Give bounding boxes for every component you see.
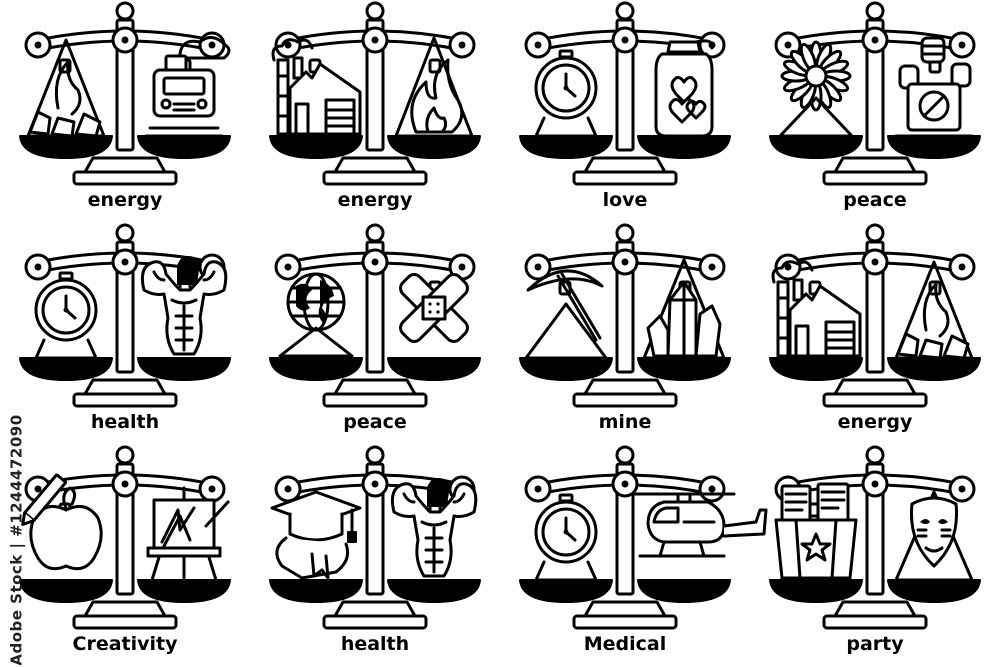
jar-of-hearts-icon: [654, 39, 714, 138]
scale-cell-3: love: [500, 0, 750, 222]
balance-scale: [519, 445, 768, 630]
scale-cell-5: health: [0, 222, 250, 444]
balance-scale: [519, 1, 731, 186]
fire-icon: [394, 36, 474, 138]
scale-label: peace: [843, 189, 907, 211]
balance-scale: [269, 223, 481, 408]
helicopter-icon: [632, 492, 768, 558]
scale-label: Medical: [583, 633, 667, 655]
balance-scale: [19, 1, 231, 186]
scale-cell-10: health: [250, 444, 500, 667]
scale-cell-6: peace: [250, 222, 500, 444]
graduation-cap-icon: [270, 490, 362, 580]
scale-label: health: [340, 633, 410, 655]
pickaxe-icon: [524, 269, 608, 360]
clock-icon: [34, 271, 98, 360]
scale-cell-2: energy: [250, 0, 500, 222]
factory-house-icon: [271, 38, 362, 136]
bandage-icon: [399, 273, 469, 343]
scale-label: energy: [337, 189, 413, 211]
scale-cell-1: energy: [0, 0, 250, 222]
scale-cell-4: peace: [750, 0, 1000, 222]
easel-icon: [146, 486, 230, 582]
popcorn-box-icon: [774, 482, 858, 580]
crystals-icon: [642, 258, 726, 360]
mask-icon: [894, 490, 974, 582]
balance-scale: [269, 1, 481, 186]
balance-scale: [769, 223, 981, 408]
scale-label: mine: [598, 411, 652, 433]
scale-frame: [269, 445, 481, 630]
watermark-text: Adobe Stock | #1244472090: [8, 414, 27, 666]
scale-label: energy: [837, 411, 913, 433]
bodybuilder-icon: [140, 256, 228, 356]
balance-scale: [519, 223, 731, 408]
scale-label: party: [846, 633, 904, 655]
flower-icon: [778, 40, 854, 138]
balance-scale: [19, 223, 231, 408]
scale-cell-7: mine: [500, 222, 750, 444]
scale-label: love: [602, 189, 648, 211]
stock-watermark: Adobe Stock | #1244472090: [6, 414, 28, 665]
protest-fists-icon: [894, 36, 974, 138]
scale-frame: [269, 223, 481, 408]
scale-label: energy: [87, 189, 163, 211]
scale-frame: [269, 1, 481, 186]
balance-scale: [769, 445, 981, 630]
train-icon: [144, 36, 231, 138]
scale-cell-8: energy: [750, 222, 1000, 444]
scale-label: health: [90, 411, 160, 433]
scale-label: Creativity: [72, 633, 178, 655]
scale-frame: [519, 223, 731, 408]
scale-label: peace: [343, 411, 407, 433]
balance-scale: [269, 445, 481, 630]
scale-frame: [769, 1, 981, 186]
globe-icon: [278, 272, 354, 358]
scale-frame: [769, 445, 981, 630]
scale-cell-9: Creativity: [0, 444, 250, 667]
fire-crystals-icon: [26, 38, 106, 138]
bodybuilder-icon: [390, 478, 478, 578]
clock-icon: [534, 493, 598, 582]
apple-pencil-icon: [21, 473, 103, 571]
factory-house-icon: [771, 260, 862, 358]
fire-crystals-icon: [894, 260, 974, 360]
balance-scale: [19, 445, 231, 630]
balance-scale: [769, 1, 981, 186]
scale-frame: [519, 445, 731, 630]
scale-cell-11: Medical: [500, 444, 768, 667]
scale-frame: [19, 223, 231, 408]
clock-icon: [534, 49, 598, 138]
scale-cell-12: party: [750, 444, 1000, 667]
